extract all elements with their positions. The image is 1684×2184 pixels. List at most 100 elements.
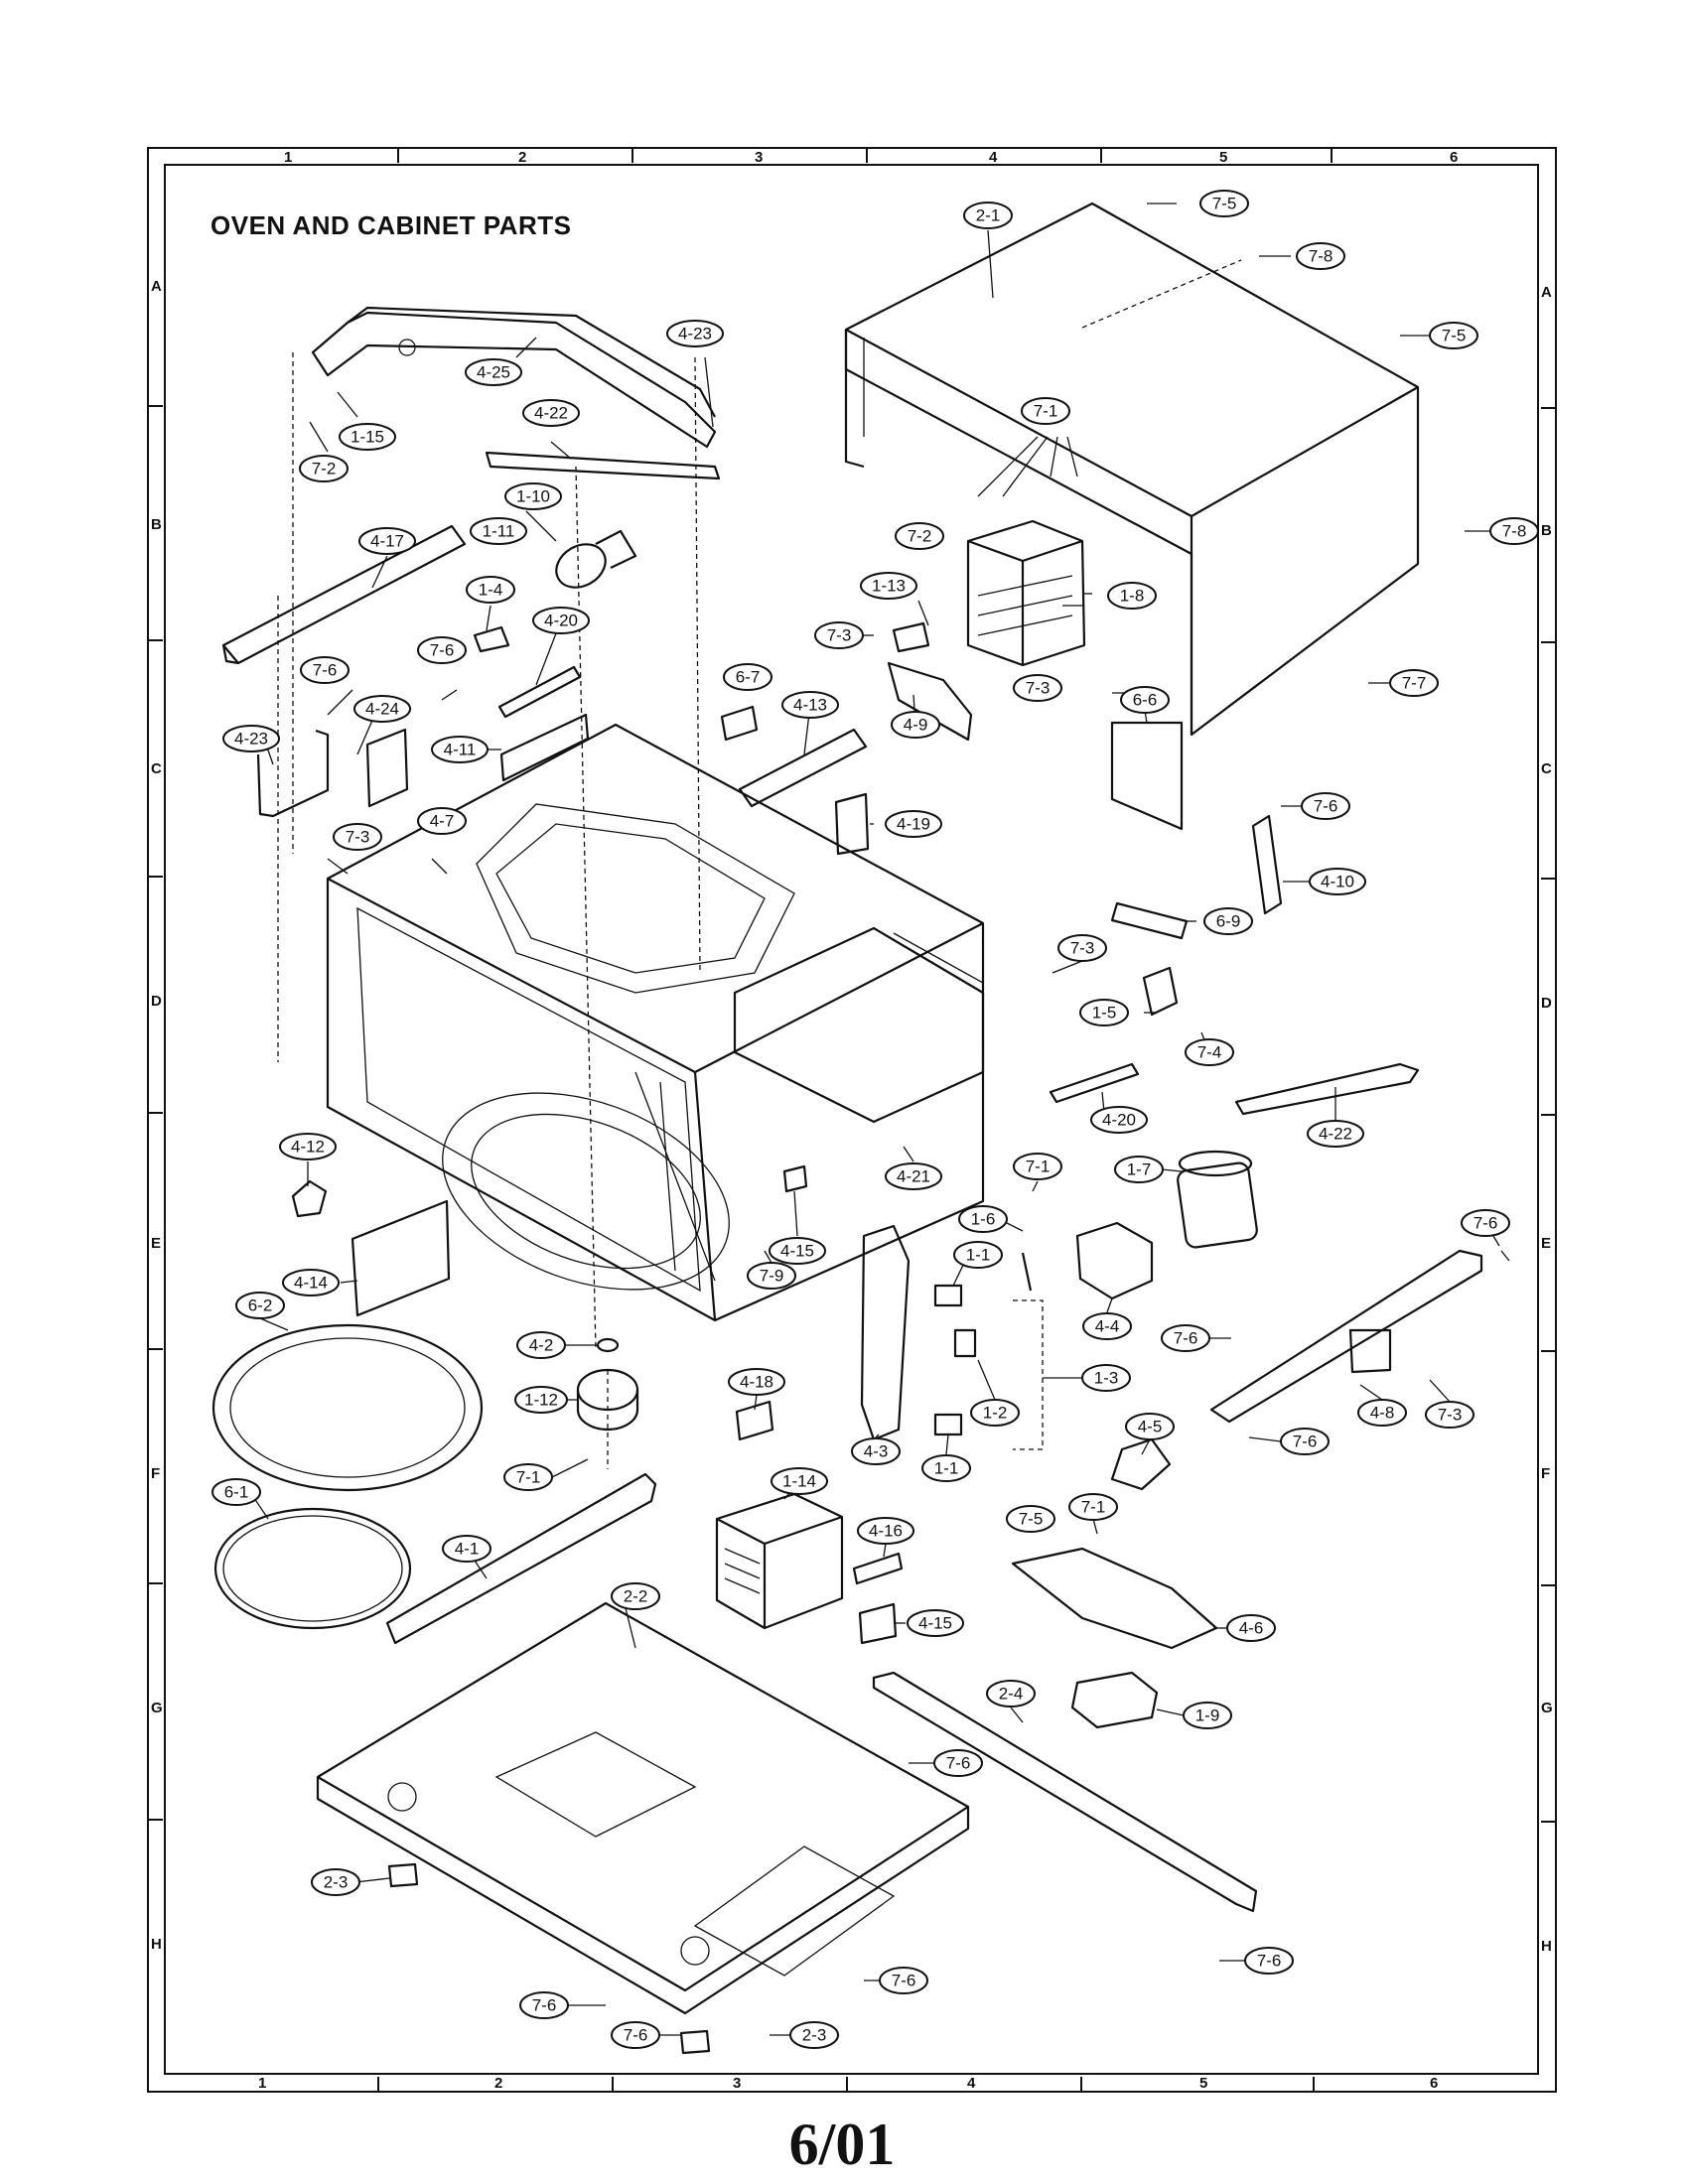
- grid-row-right-g: G: [1541, 1700, 1553, 1716]
- foot-2-3-bottom: [679, 2029, 711, 2055]
- svg-text:4-11: 4-11: [444, 741, 477, 759]
- svg-text:7-6: 7-6: [1174, 1329, 1198, 1348]
- part-4-10: [1251, 814, 1283, 915]
- callout-4-7: 4-7: [417, 807, 467, 835]
- svg-text:1-7: 1-7: [1127, 1160, 1152, 1179]
- foot-2-3-left: [387, 1862, 419, 1888]
- grid-col-bottom-6: 6: [1430, 2075, 1439, 2092]
- part-1-13-thermostat: [892, 621, 930, 653]
- svg-text:7-3: 7-3: [1026, 679, 1051, 698]
- grid-tick: [1331, 149, 1333, 163]
- svg-text:7-6: 7-6: [430, 641, 455, 660]
- callout-4-6: 4-6: [1226, 1614, 1276, 1642]
- part-4-22-top: [485, 451, 721, 480]
- callout-7-8-top: 7-8: [1296, 242, 1345, 270]
- callout-1-8: 1-8: [1107, 582, 1157, 610]
- callout-4-19: 4-19: [885, 810, 942, 838]
- callout-7-6-rail: 7-6: [933, 1749, 983, 1777]
- svg-text:1-11: 1-11: [483, 522, 515, 541]
- svg-text:4-15: 4-15: [780, 1242, 814, 1261]
- callout-7-1-lower: 7-1: [1068, 1493, 1118, 1521]
- svg-text:1-15: 1-15: [351, 428, 384, 447]
- callout-1-14: 1-14: [771, 1467, 828, 1495]
- grid-tick: [149, 1348, 163, 1350]
- callout-7-2-mid: 7-2: [895, 522, 944, 550]
- fan-motor-1-9: [1070, 1671, 1159, 1729]
- grid-row-left-b: B: [151, 516, 162, 533]
- grid-row-left-g: G: [151, 1700, 163, 1716]
- callout-4-1: 4-1: [442, 1535, 491, 1563]
- grid-tick: [149, 1582, 163, 1584]
- callout-7-6-upper-left: 7-6: [300, 656, 350, 684]
- callout-4-22-top: 4-22: [522, 399, 580, 427]
- svg-text:7-1: 7-1: [516, 1468, 541, 1487]
- capacitor-1-7: [1177, 1150, 1258, 1249]
- callout-2-2: 2-2: [611, 1582, 660, 1610]
- part-1-2-switch: [953, 1328, 977, 1358]
- drawing-frame-inner: [164, 164, 1539, 2075]
- front-rail-2-4: [872, 1671, 1258, 1913]
- top-rail-assembly: [311, 306, 717, 449]
- callout-6-6: 6-6: [1120, 686, 1170, 714]
- svg-text:7-6: 7-6: [1314, 797, 1338, 816]
- callout-7-3-mid: 7-3: [1013, 674, 1062, 702]
- callout-7-6-lower-right: 7-6: [1280, 1428, 1330, 1455]
- svg-text:7-5: 7-5: [1442, 327, 1467, 345]
- part-4-8: [1209, 1249, 1483, 1424]
- svg-text:1-5: 1-5: [1092, 1004, 1117, 1023]
- grid-tick: [1541, 1584, 1555, 1586]
- roller-ring-6-1: [213, 1507, 412, 1630]
- callout-4-18: 4-18: [728, 1368, 785, 1396]
- svg-text:4-7: 4-7: [430, 812, 455, 831]
- grid-tick: [149, 1819, 163, 1821]
- svg-text:1-1: 1-1: [966, 1246, 991, 1265]
- grid-tick: [1541, 1114, 1555, 1116]
- grid-col-top-1: 1: [284, 149, 293, 166]
- svg-text:1-9: 1-9: [1195, 1706, 1220, 1725]
- svg-text:4-23: 4-23: [234, 730, 268, 749]
- callout-6-2: 6-2: [235, 1292, 285, 1319]
- callout-2-4: 2-4: [986, 1680, 1036, 1707]
- grid-row-right-f: F: [1541, 1465, 1551, 1482]
- grid-col-bottom-1: 1: [258, 2075, 267, 2092]
- part-4-9: [887, 661, 973, 742]
- callout-4-20-top: 4-20: [532, 607, 590, 634]
- callout-4-8: 4-8: [1357, 1399, 1407, 1427]
- part-6-6: [1110, 721, 1184, 831]
- callout-1-1-lower: 1-1: [921, 1454, 971, 1482]
- callout-4-21: 4-21: [885, 1162, 942, 1190]
- part-4-2: [596, 1337, 620, 1353]
- callout-7-4: 7-4: [1185, 1038, 1234, 1066]
- svg-text:7-5: 7-5: [1019, 1510, 1044, 1529]
- base-plate-2-2: [316, 1601, 970, 2015]
- part-1-4-thermostat: [473, 625, 510, 653]
- glass-tray-6-2: [211, 1323, 484, 1492]
- part-1-6: [1021, 1252, 1033, 1292]
- grid-row-right-b: B: [1541, 522, 1552, 539]
- svg-text:2-1: 2-1: [976, 206, 1001, 225]
- callout-1-9: 1-9: [1183, 1702, 1232, 1729]
- part-4-15-upper: [782, 1164, 808, 1193]
- svg-text:7-4: 7-4: [1197, 1043, 1222, 1062]
- svg-text:4-4: 4-4: [1095, 1317, 1120, 1336]
- grid-tick: [1541, 641, 1555, 643]
- callout-4-11: 4-11: [431, 736, 489, 763]
- svg-text:6-7: 6-7: [736, 668, 761, 687]
- callout-4-24: 4-24: [353, 695, 411, 723]
- callout-7-9: 7-9: [747, 1262, 796, 1290]
- part-1-1-switch-upper: [933, 1284, 963, 1307]
- callout-2-3-bottom: 7-6: [611, 2021, 660, 2049]
- part-4-3-latch-assembly: [860, 1224, 911, 1441]
- callout-4-10: 4-10: [1309, 868, 1366, 895]
- callout-4-9: 4-9: [891, 711, 940, 739]
- svg-text:7-6: 7-6: [624, 2026, 648, 2045]
- svg-text:4-2: 4-2: [529, 1336, 554, 1355]
- svg-text:1-12: 1-12: [524, 1391, 558, 1410]
- diagram-title: OVEN AND CABINET PARTS: [210, 210, 572, 240]
- footer-date: 6/01: [788, 2112, 896, 2177]
- part-4-14: [351, 1199, 451, 1317]
- outer-cabinet-2-1: [844, 202, 1420, 737]
- svg-text:4-12: 4-12: [291, 1138, 325, 1157]
- svg-text:2-2: 2-2: [624, 1587, 648, 1606]
